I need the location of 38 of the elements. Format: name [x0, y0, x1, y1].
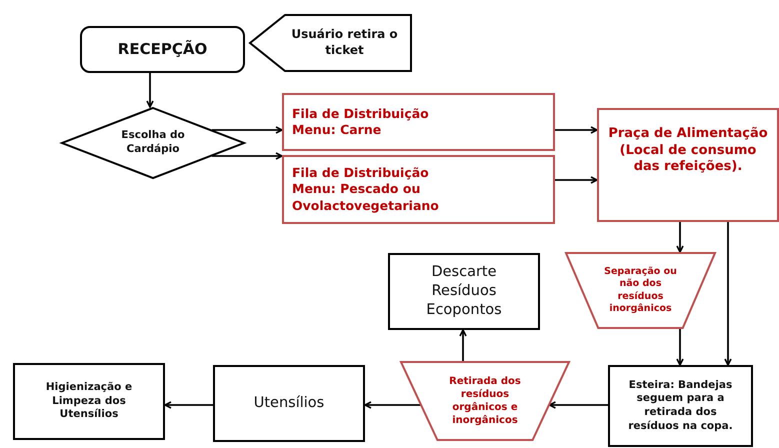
arrow [212, 126, 283, 134]
node-text: Praça de Alimentação (Local de consumo das refeições). [607, 126, 769, 176]
node-text: Utensílios [254, 394, 324, 413]
process-box [597, 108, 779, 222]
trapezoid-box [400, 361, 570, 441]
node-text: Fila de Distribuição [292, 106, 429, 122]
arrow [724, 222, 732, 366]
arrow [364, 401, 421, 409]
decision-diamond [61, 107, 245, 179]
process-box [213, 365, 365, 442]
node-text: RECEPÇÃO [118, 40, 208, 60]
process-box [282, 155, 555, 224]
node-text: Menu: Pescado ou Ovolactovegetariano [292, 181, 440, 214]
node-text: Usuário retira o ticket [290, 27, 399, 59]
process-box [80, 26, 245, 73]
process-box [282, 93, 555, 151]
node-text: Menu: Carne [292, 122, 382, 138]
trapezoid-box [565, 252, 716, 329]
arrow [548, 401, 608, 409]
arrow [555, 126, 598, 134]
node-text: Esteira: Bandejas seguem para a retirada dos resíduos na copa. [627, 378, 734, 434]
arrow [676, 222, 684, 253]
arrow [555, 176, 598, 184]
arrow [676, 329, 684, 366]
node-text: Separação ou não dos resíduos inorgânicos [603, 266, 678, 316]
arrow [212, 152, 283, 160]
process-box [388, 253, 540, 330]
pointer-shape [249, 14, 412, 72]
node-text: Descarte Resíduos Ecopontos [425, 263, 503, 320]
process-box [13, 363, 165, 440]
node-text: Higienização e Limpeza dos Utensílios [44, 381, 134, 422]
arrow [459, 329, 467, 361]
node-text: Fila de Distribuição [292, 165, 429, 182]
process-box [608, 365, 753, 447]
arrow [146, 73, 154, 108]
node-text: Escolha do Cardápio [120, 129, 186, 157]
node-text: Retirada dos resíduos orgânicos e inorgânicos [448, 375, 522, 427]
arrow [164, 401, 213, 409]
